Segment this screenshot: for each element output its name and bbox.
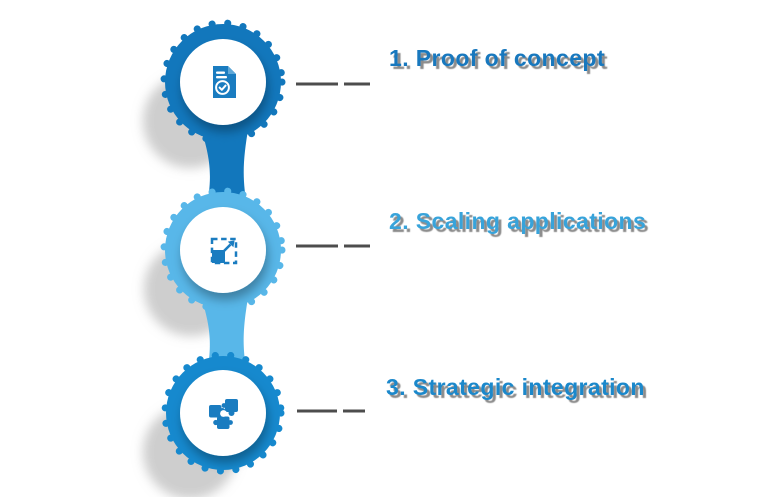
step-node-1 — [160, 19, 286, 145]
step-node-2 — [160, 187, 286, 313]
document-check-icon — [213, 66, 236, 98]
step-label-3: 3. Strategic integration — [386, 374, 645, 400]
scale-expand-icon — [210, 237, 238, 265]
step-label-2: 2. Scaling applications — [389, 208, 647, 234]
node1-scallop-ring — [160, 19, 286, 145]
step-label-1: 1. Proof of concept — [389, 45, 605, 71]
step-node-3 — [161, 351, 285, 475]
node3-scallop-ring — [161, 351, 285, 475]
node2-scallop-ring — [160, 187, 286, 313]
puzzle-pieces-icon — [209, 399, 238, 429]
